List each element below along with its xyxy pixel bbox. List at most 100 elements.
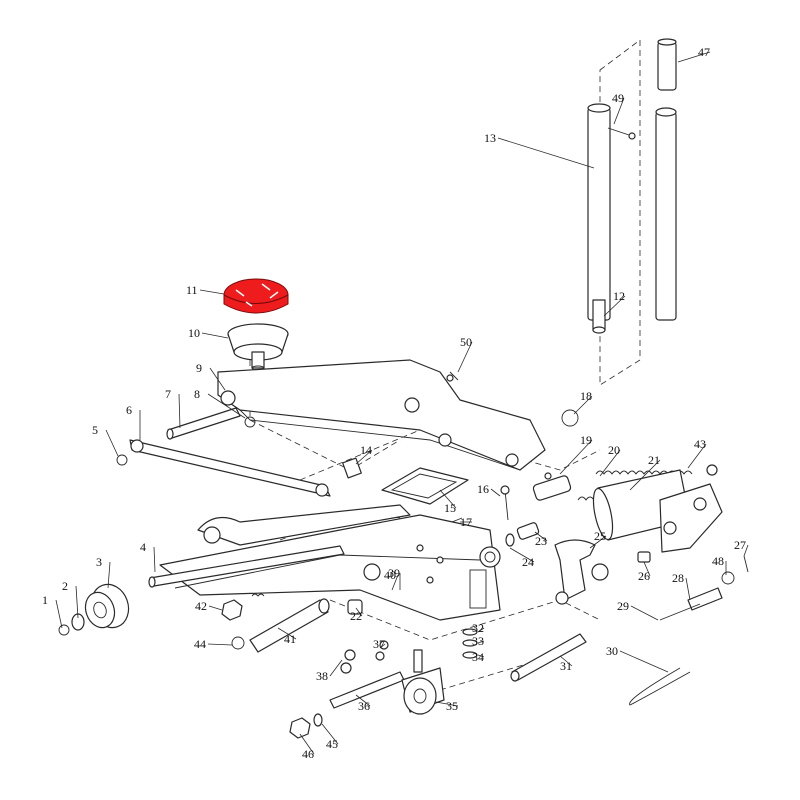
callout-34: 34: [472, 650, 484, 664]
callout-28: 28: [672, 571, 684, 585]
callout-4: 4: [140, 540, 146, 554]
part-47-handle-cap: [657, 38, 677, 91]
leader-line-44: [207, 643, 233, 646]
part-13-handle-tube: [587, 103, 611, 334]
callout-8: 8: [194, 387, 200, 401]
callout-24: 24: [522, 555, 534, 569]
leader-line-36: [355, 694, 371, 707]
leader-line-18: [573, 395, 593, 415]
part-11-saddle-pad-highlighted: [223, 278, 289, 314]
part-4-frame: [159, 504, 501, 621]
callout-31: 31: [560, 659, 572, 673]
part-30-handle-clip: [629, 667, 691, 706]
part-10-saddle: [227, 323, 289, 371]
callout-41: 41: [284, 632, 296, 646]
callout-11: 11: [186, 283, 198, 297]
leader-line-4: [153, 546, 156, 573]
callout-10: 10: [188, 326, 200, 340]
leader-line-45: [321, 723, 339, 745]
callout-40: 40: [384, 568, 396, 582]
callout-33: 33: [472, 634, 484, 648]
part-49-bolt: [607, 127, 636, 140]
callout-47: 47: [698, 45, 710, 59]
leader-line-46: [299, 733, 315, 755]
part-12-handle-lower: [655, 107, 677, 321]
callout-25: 25: [594, 529, 606, 543]
callout-20: 20: [608, 443, 620, 457]
leader-line-33: [477, 640, 485, 644]
leader-line-22: [355, 607, 363, 617]
leader-line-3: [107, 561, 111, 589]
leader-line-28: [685, 577, 691, 601]
leader-line-34: [477, 654, 485, 658]
leader-line-35: [435, 701, 459, 707]
callout-12: 12: [613, 289, 625, 303]
leader-line-20: [599, 449, 621, 477]
part-18-ring: [561, 409, 579, 427]
part-28-cylinder-pin: [687, 587, 723, 611]
part-32-34-washers: [462, 628, 478, 659]
leader-line-8: [207, 393, 246, 419]
callout-23: 23: [535, 534, 547, 548]
part-15-plate: [381, 467, 469, 505]
callout-16: 16: [477, 482, 489, 496]
callout-2: 2: [62, 579, 68, 593]
part-48-ring: [721, 571, 735, 585]
callout-21: 21: [648, 453, 660, 467]
leader-line-24: [509, 547, 535, 563]
leader-line-27: [743, 544, 749, 557]
leader-line-23: [534, 531, 548, 542]
leader-line-43: [687, 443, 707, 469]
leader-line-2: [75, 585, 79, 619]
callout-32: 32: [472, 621, 484, 635]
part-22-plug: [347, 599, 363, 615]
leader-line-15: [439, 489, 457, 509]
leader-line-31: [559, 655, 573, 667]
callout-48: 48: [712, 554, 724, 568]
leader-line-25: [589, 535, 607, 549]
callout-19: 19: [580, 433, 592, 447]
callout-6: 6: [126, 403, 132, 417]
part-16-pin: [500, 485, 510, 521]
callout-9: 9: [196, 361, 202, 375]
part-8-clip: [244, 416, 256, 428]
leader-line-50: [457, 341, 473, 373]
part-23-plug: [516, 522, 540, 540]
callout-30: 30: [606, 644, 618, 658]
part-42-nut: [221, 599, 243, 621]
callout-38: 38: [316, 669, 328, 683]
leader-line-26: [643, 561, 651, 577]
part-19-pump-piston: [532, 472, 572, 501]
part-31-rod: [510, 633, 587, 682]
callout-14: 14: [360, 443, 372, 457]
callout-29: 29: [617, 599, 629, 613]
part-50-screw: [449, 371, 459, 381]
leader-line-14: [355, 449, 373, 465]
part-43-valve-block: [659, 464, 723, 553]
leader-line-13: [497, 137, 595, 169]
callout-22: 22: [350, 609, 362, 623]
leader-line-10: [201, 332, 229, 339]
callout-49: 49: [612, 91, 624, 105]
part-14-fitting: [342, 457, 362, 479]
leader-line-42: [208, 605, 223, 611]
part-44-clip: [231, 636, 245, 650]
part-5-clip: [116, 454, 128, 466]
leader-line-38: [329, 659, 343, 677]
callout-46: 46: [302, 747, 314, 761]
leader-line-41: [277, 627, 297, 640]
part-35-caster: [401, 649, 445, 715]
callout-50: 50: [460, 335, 472, 349]
part-1-clip: [58, 624, 70, 636]
leader-line-49: [613, 97, 625, 125]
part-7-pin: [166, 407, 241, 440]
leader-line-32: [477, 627, 485, 633]
part-29-pin: [659, 603, 701, 621]
leader-line-29: [630, 605, 659, 621]
part-33-spring: [251, 593, 265, 597]
callout-43: 43: [694, 437, 706, 451]
callout-45: 45: [326, 737, 338, 751]
callout-27: 27: [734, 538, 746, 552]
